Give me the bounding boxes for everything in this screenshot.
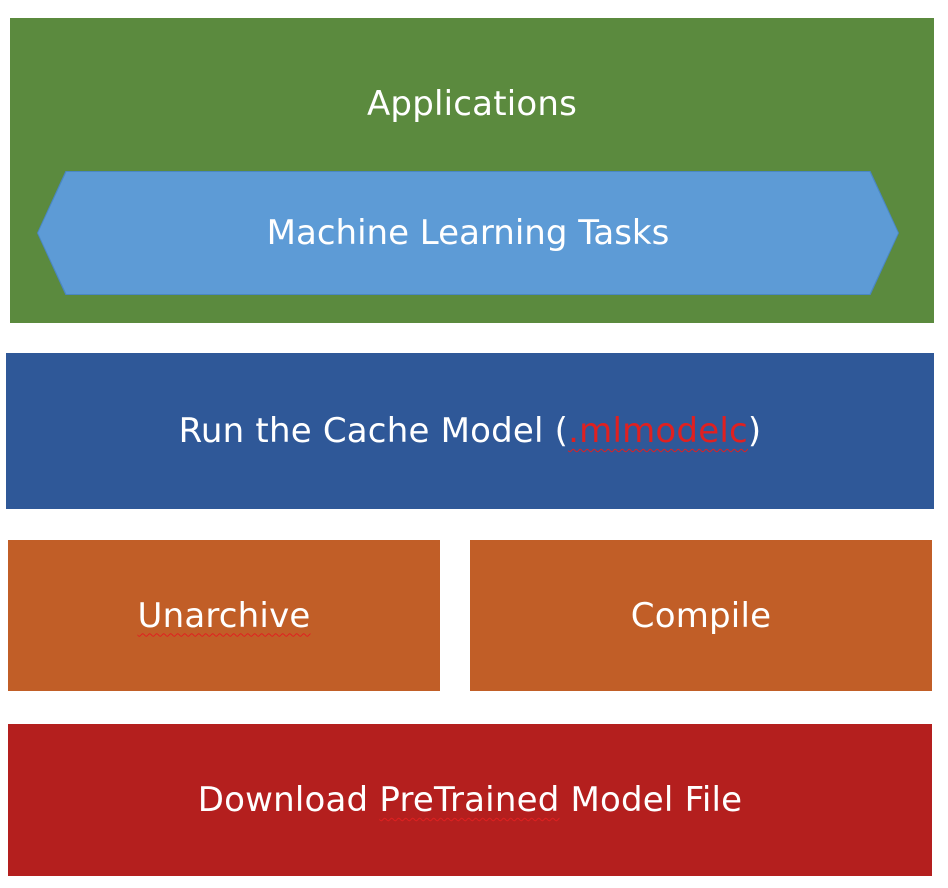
ml-tasks-label: Machine Learning Tasks [266,213,670,253]
run-cache-extension: .mlmodelc [568,411,748,451]
applications-label: Applications [366,84,578,124]
compile-label: Compile [630,595,772,636]
run-cache-model-label: Run the Cache Model (.mlmodelc) [179,411,762,451]
unarchive-layer: Unarchive [8,540,440,691]
download-label: Download PreTrained Model File [198,780,743,820]
unarchive-label: Unarchive [137,595,311,636]
download-layer: Download PreTrained Model File [8,724,932,876]
run-cache-prefix: Run the Cache Model ( [178,411,569,451]
download-highlight: PreTrained [379,780,560,820]
compile-layer: Compile [470,540,932,691]
ml-tasks-hexagon: Machine Learning Tasks [38,172,898,294]
run-cache-model-layer: Run the Cache Model (.mlmodelc) [6,353,934,509]
run-cache-suffix: ) [747,411,762,451]
download-suffix: Model File [559,780,743,820]
download-prefix: Download [197,780,380,820]
